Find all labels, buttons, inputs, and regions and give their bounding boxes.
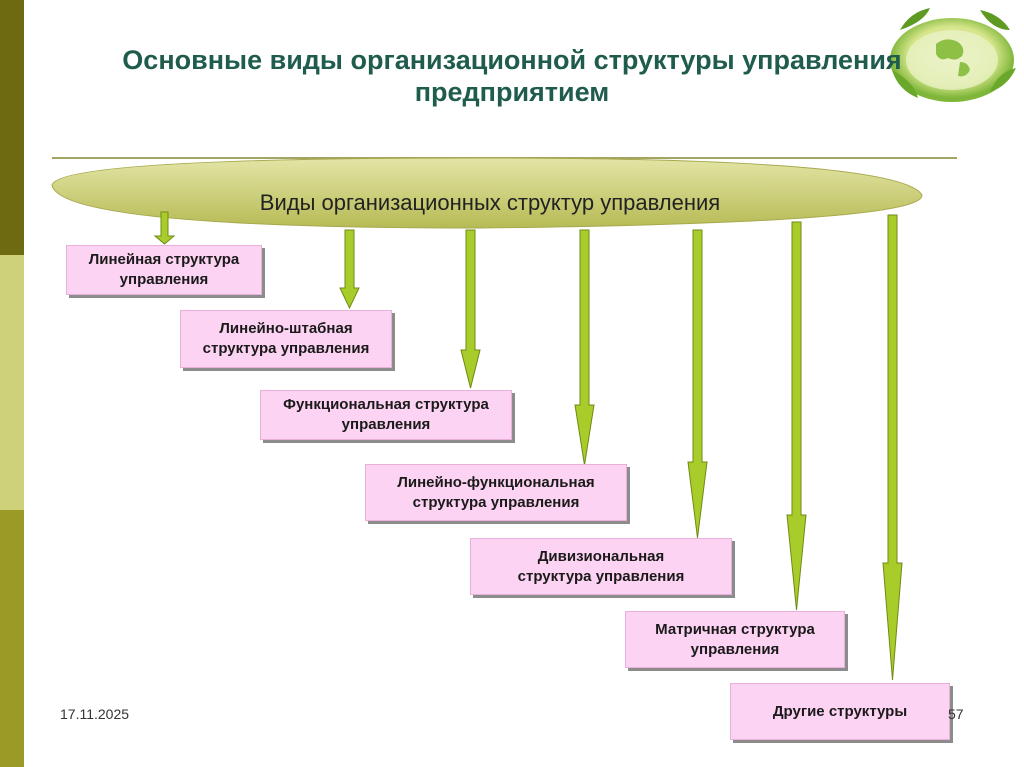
arrow-7 [882,214,903,681]
slide-date: 17.11.2025 [60,706,130,722]
root-ellipse [51,157,923,229]
box-line-2: управления [690,640,780,658]
box-line-1: Линейно-штабная [219,320,353,337]
slide-page-number: 57 [948,706,964,722]
arrow-6 [786,221,807,611]
root-label: Виды организационных структур управления [259,190,721,215]
box-line-2: структура управления [412,493,580,511]
box-line-1: Функциональная структура [283,396,489,413]
arrow-5 [687,229,708,539]
box-line-1: Дивизиональная [537,547,665,565]
box-line-1: Линейная структура [88,251,240,268]
green-leaf-globe-icon [890,8,1016,102]
structure-box-divisional: Дивизиональная структура управления [470,538,732,595]
arrow-1 [153,211,176,245]
box-line-1: Линейно-функциональная [397,473,595,491]
structure-box-other: Другие структуры [730,683,950,740]
box-line-2: структура управления [517,567,685,585]
structure-box-matrix: Матричная структура управления [625,611,845,668]
box-line-1: Матричная структура [655,620,815,638]
structure-box-line-functional: Линейно-функциональная структура управле… [365,464,627,521]
box-line-2: управления [119,271,209,288]
arrow-4 [574,229,595,466]
structure-box-functional: Функциональная структура управления [260,390,512,440]
side-bar-mid [0,510,24,767]
structure-box-line-staff: Линейно-штабная структура управления [180,310,392,368]
slide-title: Основные виды организационной структуры … [122,45,902,107]
box-line-2: управления [341,416,431,433]
arrow-2 [339,229,360,310]
structure-box-linear: Линейная структура управления [66,245,262,295]
box-line-2: структура управления [202,340,370,357]
side-bar-dark [0,0,24,255]
side-bar-light [0,255,24,510]
box-line-1: Другие структуры [772,702,908,720]
arrow-3 [460,229,481,389]
